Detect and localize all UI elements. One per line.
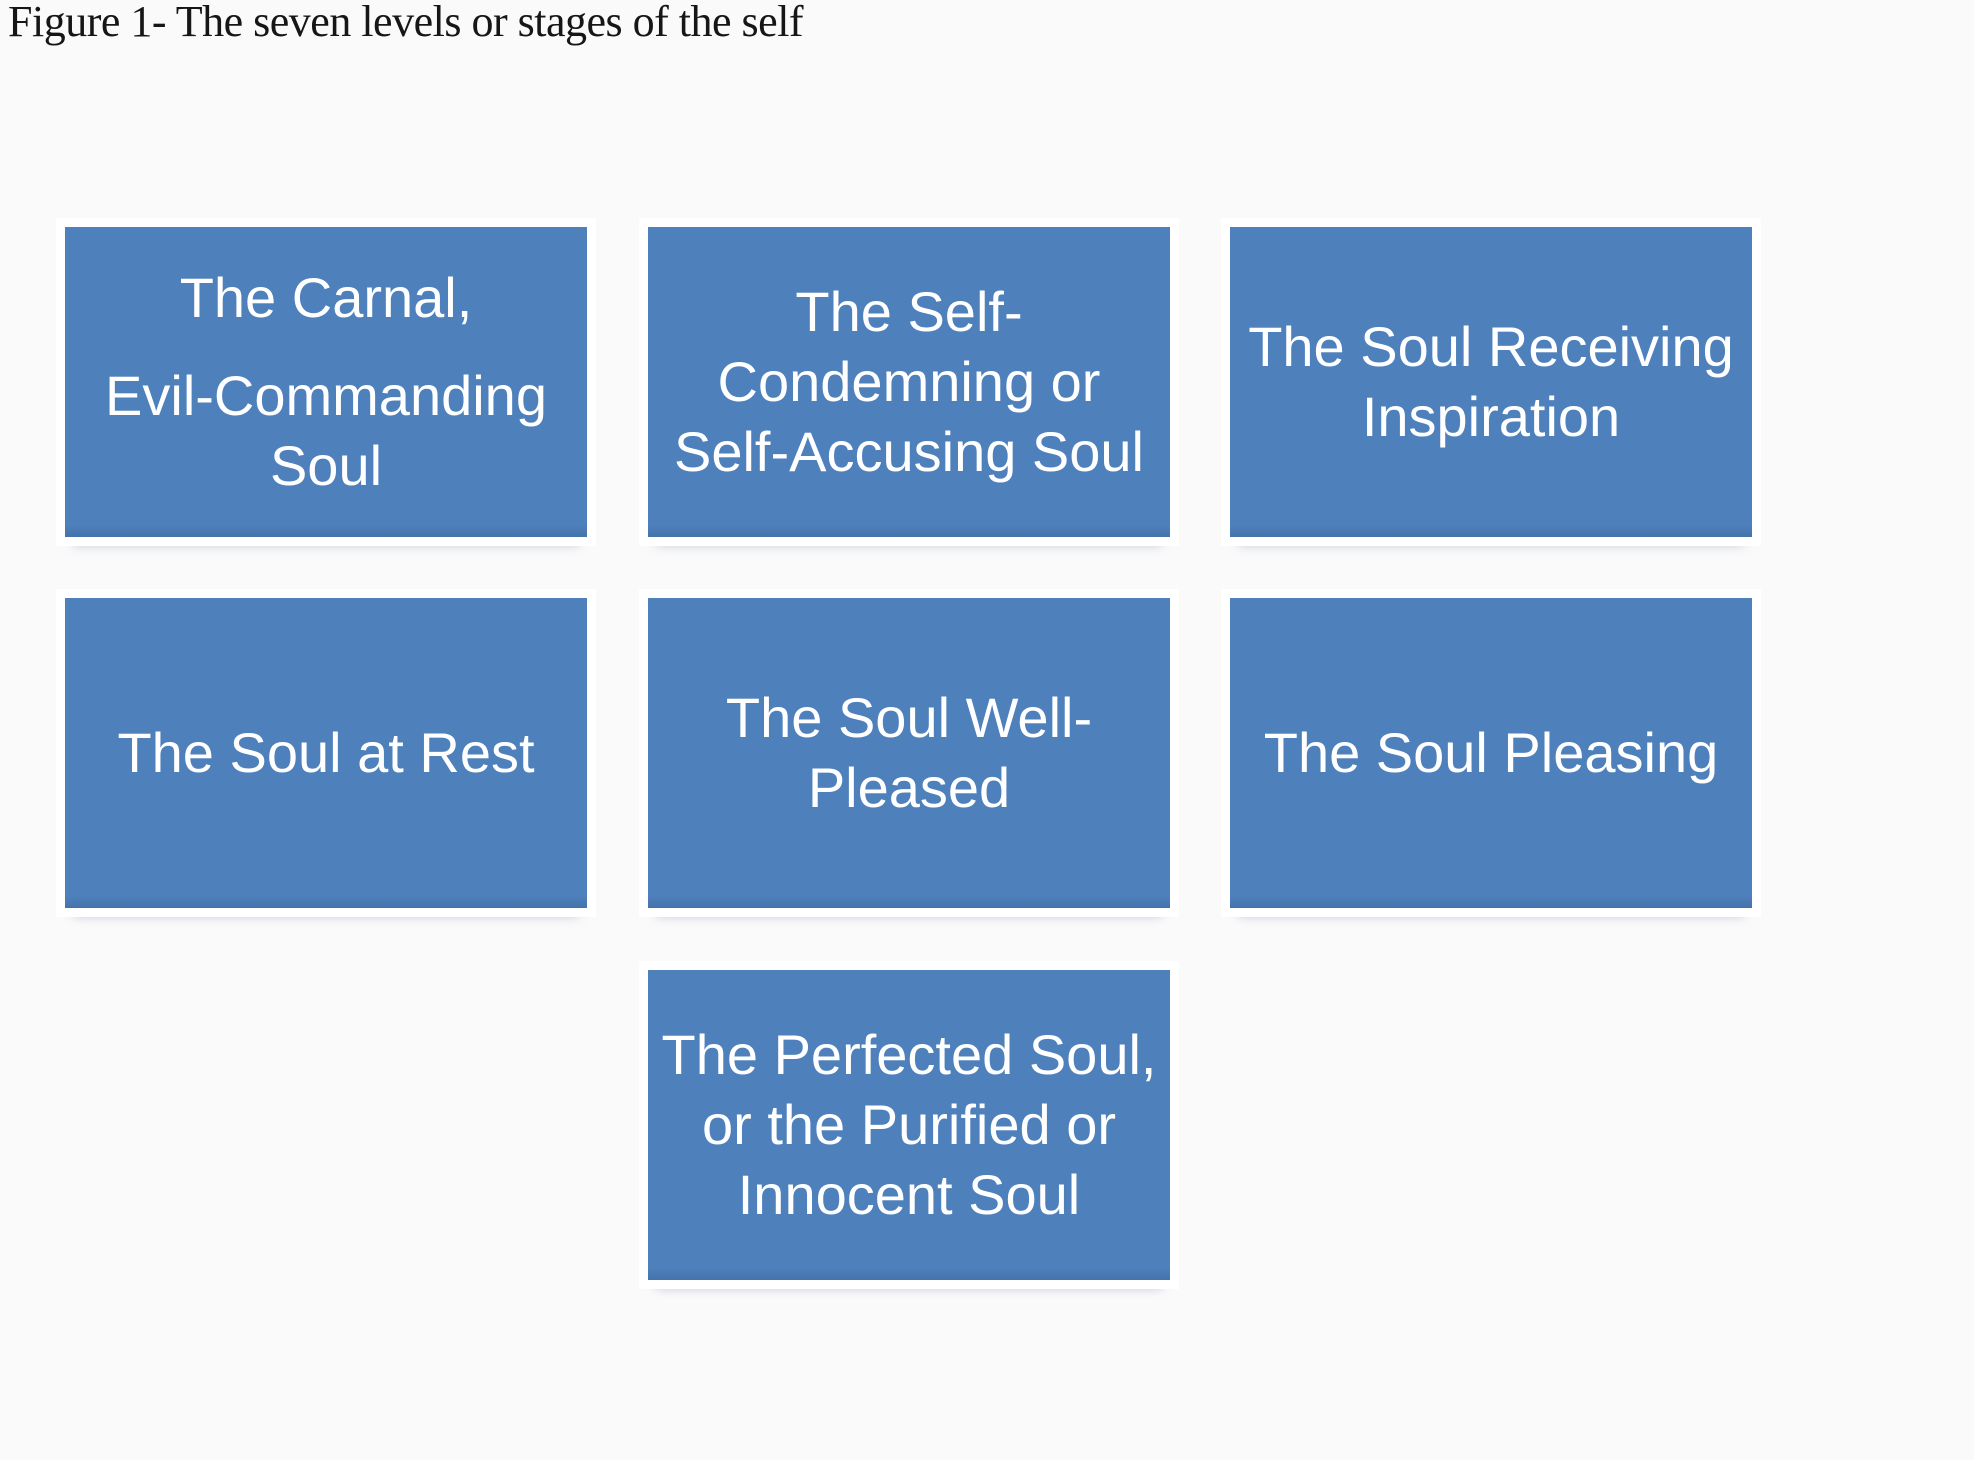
box-line: The Soul Receiving: [1248, 315, 1734, 378]
box-perfected-purified-innocent-soul: The Perfected Soul, or the Purified or Inn…: [648, 970, 1170, 1280]
box-line: The Soul at Rest: [117, 721, 535, 784]
box-line: Evil-Commanding: [105, 364, 547, 427]
box-line: The Carnal,: [179, 266, 473, 329]
box-line: Pleased: [807, 756, 1011, 819]
box-label: The Perfected Soul, or the Purified or Inn…: [648, 1020, 1170, 1230]
box-soul-well-pleased: The Soul Well- Pleased: [648, 598, 1170, 908]
box-label: The Soul Pleasing: [1230, 718, 1752, 788]
box-self-condemning-self-accusing-soul: The Self- Condemning or Self-Accusing Soul: [648, 227, 1170, 537]
box-line: Self-Accusing Soul: [673, 420, 1144, 483]
box-label: The Self- Condemning or Self-Accusing Soul: [648, 277, 1170, 487]
figure-title: Figure 1- The seven levels or stages of …: [8, 0, 804, 46]
box-line: Condemning or: [717, 350, 1101, 413]
box-soul-at-rest: The Soul at Rest: [65, 598, 587, 908]
box-line: Soul: [269, 434, 383, 497]
box-label: The Soul Well- Pleased: [648, 683, 1170, 823]
box-line: or the Purified or: [702, 1093, 1116, 1156]
box-line: The Self-: [795, 280, 1023, 343]
box-label: The Soul at Rest: [65, 718, 587, 788]
box-line: Inspiration: [1361, 385, 1621, 448]
box-line: Innocent Soul: [737, 1163, 1081, 1226]
box-line: The Soul Pleasing: [1263, 721, 1719, 784]
box-soul-pleasing: The Soul Pleasing: [1230, 598, 1752, 908]
box-line: The Perfected Soul,: [661, 1023, 1157, 1086]
box-line: The Soul Well-: [725, 686, 1093, 749]
